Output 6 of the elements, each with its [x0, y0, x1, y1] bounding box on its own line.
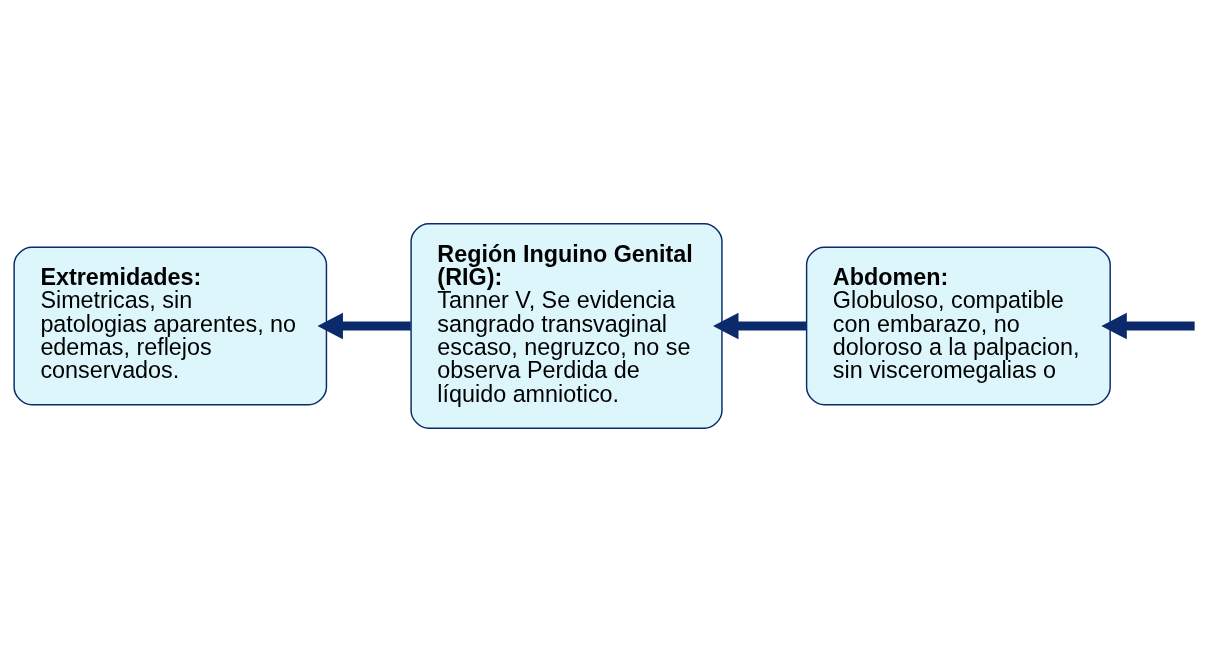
arrow	[317, 312, 411, 340]
arrow	[1101, 312, 1195, 340]
node-box: Extremidades: Simetricas, sin patologias aparentes, no edemas, reflejos conservados.	[13, 246, 328, 406]
arrow	[713, 312, 807, 340]
node-box: Región Inguino Genital (RIG): Tanner V, Se evidencia sangrado transvaginal escaso, negruzco, no se observa Perdida de líquido amniotico.	[410, 223, 723, 429]
node-box: Abdomen: Globuloso, compatible con embarazo, no doloroso a la palpacion, sin visceromegalias o	[805, 246, 1111, 406]
